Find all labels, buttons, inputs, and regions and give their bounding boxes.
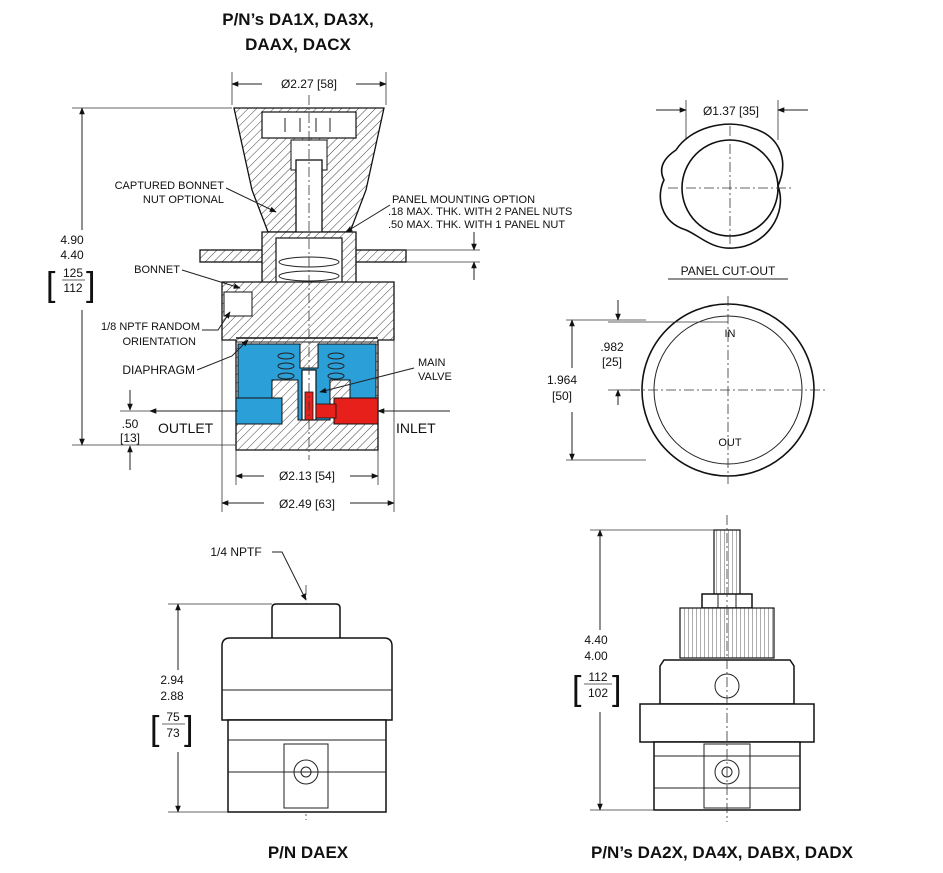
label-main-1: MAIN (418, 357, 446, 369)
top-title-line2: DAAX, DACX (245, 35, 351, 54)
height-mm-125: 125 (63, 266, 83, 280)
cutout-diameter: Ø1.37 [35] (703, 104, 759, 118)
da2x-view: 4.40 4.00 [ ] 112 102 P/N’s DA2X, DA4X, … (572, 515, 854, 862)
port-dim-13: [13] (120, 431, 140, 445)
label-diaphragm: DIAPHRAGM (122, 363, 195, 377)
da2x-port-circle (714, 759, 740, 785)
mark-out: OUT (718, 437, 742, 449)
label-panel-2-nuts: .18 MAX. THK. WITH 2 PANEL NUTS (388, 206, 572, 218)
height-mm-112: 112 (63, 281, 82, 295)
cutout-outline (659, 123, 784, 249)
daex-caption: P/N DAEX (268, 843, 349, 862)
bracket-left: [ (46, 266, 56, 304)
da2x-caption: P/N’s DA2X, DA4X, DABX, DADX (591, 843, 854, 862)
topview-25: [25] (602, 355, 622, 369)
daex-port-label: 1/4 NPTF (210, 545, 261, 559)
label-captured-bonnet-2: NUT OPTIONAL (143, 194, 224, 206)
da2x-mm-102: 102 (588, 686, 608, 700)
da2x-h-400: 4.00 (584, 649, 608, 663)
inlet-port (333, 397, 379, 425)
label-nptf-random: 1/8 NPTF RANDOM (101, 321, 200, 333)
label-orientation: ORIENTATION (122, 336, 196, 348)
daex-mm-75: 75 (166, 710, 180, 724)
label-inlet: INLET (396, 420, 436, 436)
daex-port-circle (293, 759, 319, 785)
label-valve-2: VALVE (418, 371, 452, 383)
section-view: Ø2.27 [58] (46, 72, 572, 512)
daex-base (227, 719, 387, 813)
daex-h-294: 2.94 (160, 673, 184, 687)
label-captured-bonnet-1: CAPTURED BONNET (115, 180, 225, 192)
label-panel-mounting: PANEL MOUNTING OPTION (392, 194, 535, 206)
da2x-mm-112: 112 (588, 670, 607, 684)
mark-in: IN (725, 328, 736, 340)
cutout-caption: PANEL CUT-OUT (681, 264, 776, 278)
topview-1964: 1.964 (547, 373, 577, 387)
label-panel-1-nut: .50 MAX. THK. WITH 1 PANEL NUT (388, 219, 565, 231)
topview-982: .982 (600, 340, 624, 354)
label-bonnet: BONNET (134, 264, 180, 276)
panel-cutout-view: Ø1.37 [35] PANEL CUT-OUT (656, 100, 808, 280)
port-dim-50: .50 (122, 417, 139, 431)
daex-h-288: 2.88 (160, 689, 184, 703)
da2x-bracket-left: [ (572, 670, 582, 708)
daex-bracket-left: [ (150, 710, 160, 748)
da2x-bracket-right: ] (612, 670, 621, 708)
topview-50: [50] (552, 389, 572, 403)
top-title-line1: P/N’s DA1X, DA3X, (222, 10, 373, 29)
daex-bracket-right: ] (184, 710, 193, 748)
height-4-90: 4.90 (60, 233, 84, 247)
daex-mm-73: 73 (166, 726, 180, 740)
daex-view: 1/4 NPTF 2.94 2.88 [ ] 75 73 P/N DAEX (150, 545, 393, 862)
dim-top-diameter: Ø2.27 [58] (281, 77, 337, 91)
top-view: IN OUT .982 [25] 1.964 [50] (547, 296, 826, 484)
bracket-right: ] (86, 266, 95, 304)
outlet-port (235, 397, 283, 425)
daex-bonnet (221, 637, 393, 721)
label-outlet: OUTLET (158, 420, 214, 436)
da2x-h-440: 4.40 (584, 633, 608, 647)
dim-inner-diameter: Ø2.13 [54] (279, 469, 335, 483)
height-4-40: 4.40 (60, 248, 84, 262)
dim-outer-diameter: Ø2.49 [63] (279, 497, 335, 511)
